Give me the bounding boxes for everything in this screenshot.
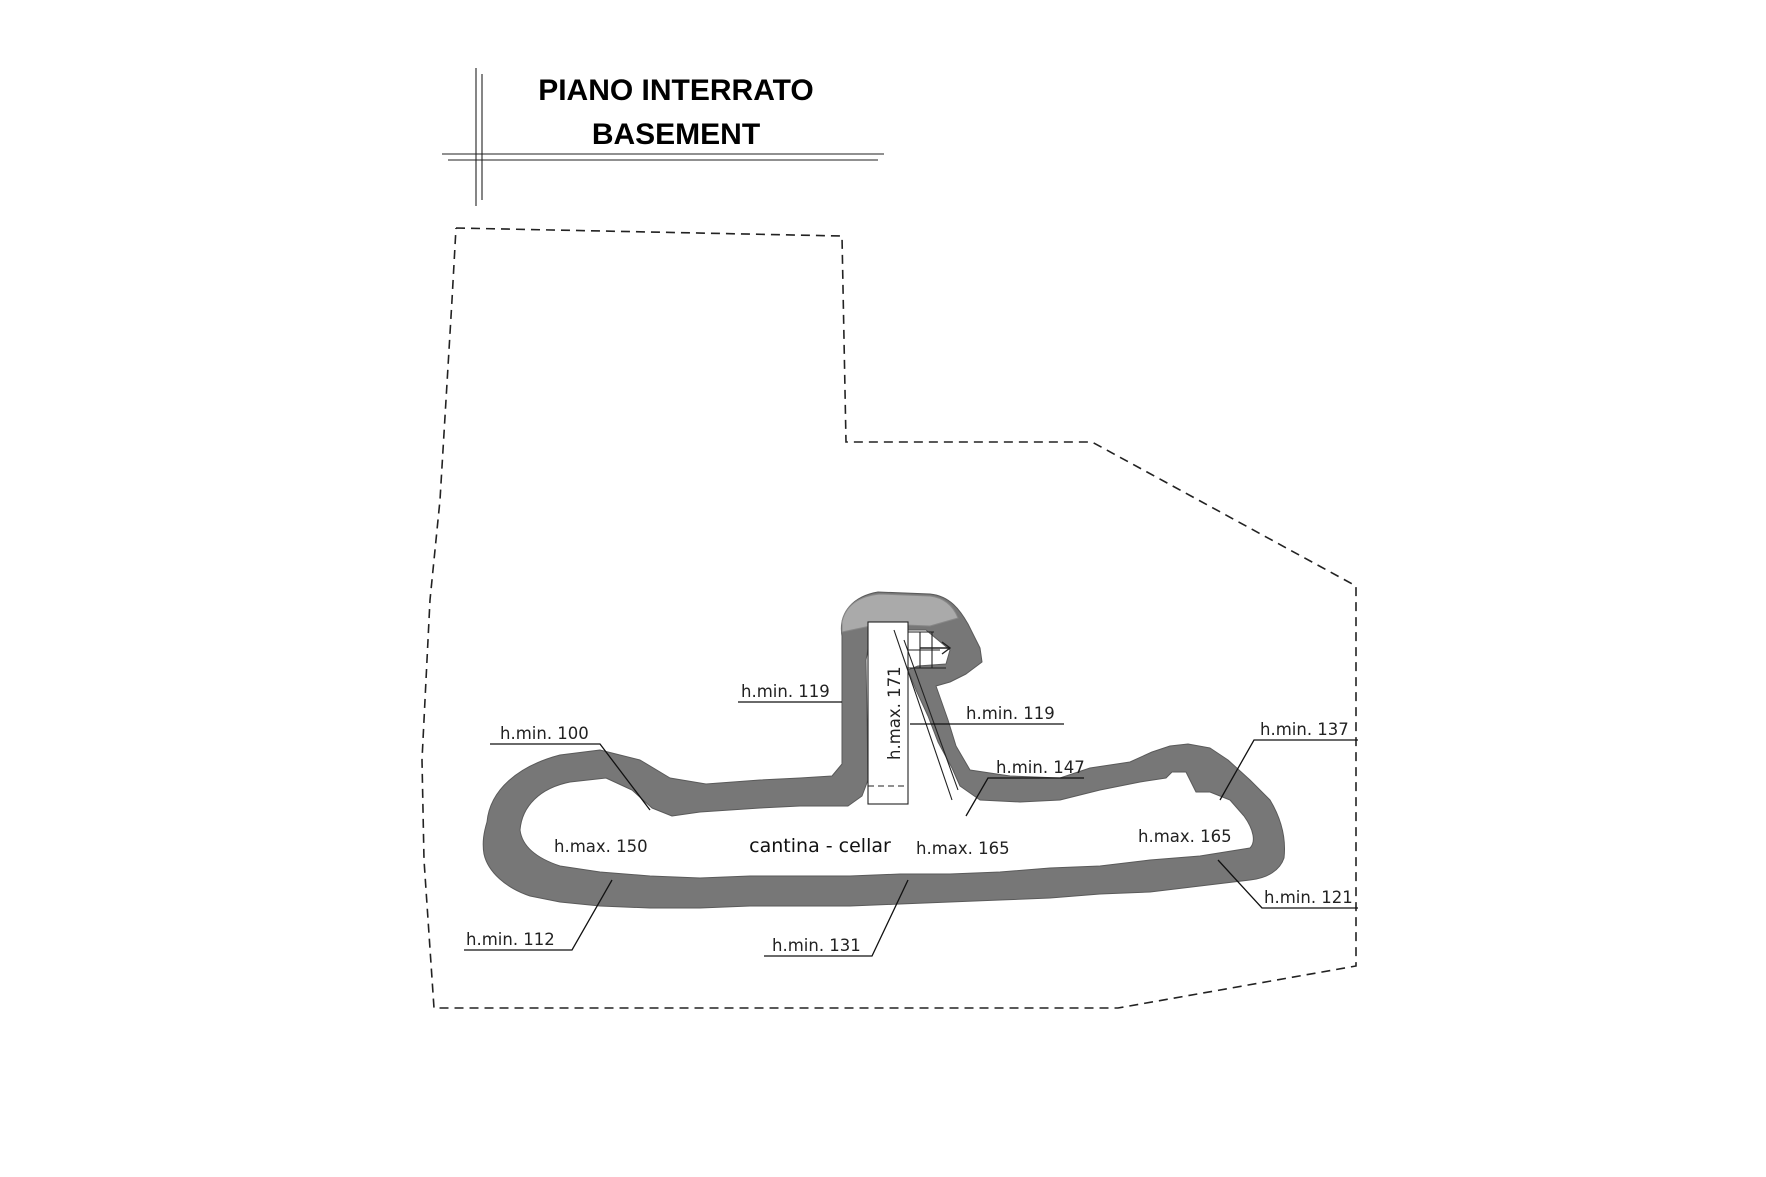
label-hmin-119-left: h.min. 119 — [741, 682, 830, 701]
staircase — [841, 593, 959, 805]
title-line-1: PIANO INTERRATO — [538, 74, 814, 107]
leader-lines — [464, 701, 1358, 957]
label-hmin-147: h.min. 147 — [996, 758, 1085, 777]
label-hmax-165-right: h.max. 165 — [1138, 827, 1232, 846]
label-hmin-137: h.min. 137 — [1260, 720, 1349, 739]
label-hmin-121: h.min. 121 — [1264, 888, 1353, 907]
label-hmax-171: h.max. 171 — [885, 666, 904, 760]
label-hmax-150: h.max. 150 — [554, 837, 648, 856]
room-label-cellar: cantina - cellar — [749, 835, 891, 857]
title-marker — [442, 68, 884, 206]
label-hmin-119-right: h.min. 119 — [966, 704, 1055, 723]
property-boundary — [421, 227, 1357, 1009]
label-hmin-100: h.min. 100 — [500, 724, 589, 743]
title-line-2: BASEMENT — [592, 118, 760, 151]
stair-arrow-icon — [920, 641, 952, 655]
label-hmin-112: h.min. 112 — [466, 930, 555, 949]
label-hmin-131: h.min. 131 — [772, 936, 861, 955]
label-hmax-165-center: h.max. 165 — [916, 839, 1010, 858]
